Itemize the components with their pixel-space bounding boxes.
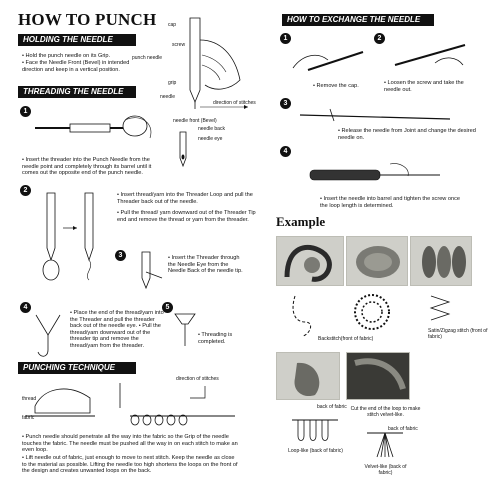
label-punch-needle: punch needle: [132, 55, 163, 61]
label-punch-direction: direction of stitches: [176, 376, 219, 382]
holding-bullet-2: • Face the Needle Front (Bevel) in inten…: [22, 60, 130, 73]
zigzag-stitch-icon: [429, 295, 451, 321]
example-heading: Example: [276, 214, 326, 229]
step-5-number: 5: [162, 302, 173, 313]
label-screw: screw: [172, 42, 186, 48]
label-fabric: fabric: [22, 415, 35, 421]
backstitch-icon: [292, 295, 312, 337]
step-4-number: 4: [20, 302, 31, 313]
label-cap: cap: [168, 22, 177, 28]
velvet-like-label: Velvet-like (back of fabric): [364, 464, 407, 476]
exchange-step-2-number: 2: [374, 33, 385, 44]
example-photo-1: [276, 236, 344, 286]
exchange-step-3: • Release the needle from Joint and chan…: [338, 128, 476, 141]
exchange-step-3-number: 3: [280, 98, 291, 109]
section-exchange-header: HOW TO EXCHANGE THE NEEDLE: [282, 14, 434, 26]
threading-step-1: • Insert the threader into the Punch Nee…: [22, 157, 152, 177]
threading-step-4: • Place the end of the thread/yarn into …: [70, 310, 164, 349]
example-photo-2: [346, 236, 408, 286]
exchange-step-1-number: 1: [280, 33, 291, 44]
needle-bevel-icon: [179, 131, 187, 168]
backstitch-label: Backstitch(front of fabric): [318, 336, 374, 342]
hand-holding-needle-icon: [189, 17, 248, 109]
page-title: HOW TO PUNCH: [18, 10, 157, 29]
threader-insert-icon: [35, 115, 152, 139]
section-threading-header: THREADING THE NEEDLE: [18, 86, 136, 98]
label-direction: direction of stitches: [213, 100, 256, 106]
bevel-front-label: needle front (Bevel): [173, 118, 217, 124]
label-needle: needle: [160, 94, 176, 100]
change-needle-icon: [299, 108, 451, 122]
insert-needle-icon: [309, 163, 440, 181]
threader-pull-icon: [42, 192, 94, 281]
satin-label: Satin/Zigzag stitch (front of fabric): [428, 328, 488, 340]
loop-like-label: Loop-like (back of fabric): [288, 448, 343, 454]
section-holding-header: HOLDING THE NEEDLE: [18, 34, 136, 46]
step-2-number: 2: [20, 185, 31, 196]
label-thread: thread: [22, 396, 37, 402]
bevel-eye-label: needle eye: [198, 136, 223, 142]
holding-bullet-1: • Hold the punch needle on its Grip.: [22, 53, 111, 59]
example-photo-5: [346, 352, 410, 400]
threading-step-5: • Threading is completed.: [198, 332, 233, 345]
exchange-step-4: • Insert the needle into barrel and tigh…: [320, 196, 461, 209]
remove-cap-icon: [292, 51, 364, 71]
bevel-back-label: needle back: [198, 126, 225, 132]
loop-like-icon: [292, 419, 338, 441]
section-punching-header: PUNCHING TECHNIQUE: [18, 362, 136, 374]
cut-loop-text: Cut the end of the loop to make stitch v…: [350, 406, 421, 418]
punching-bullet-1: • Punch needle should penetrate all the …: [22, 434, 238, 454]
example-photo-4: [276, 352, 340, 400]
threading-step-2b: • Pull the thread/ yarn downward out of …: [117, 210, 256, 223]
satin-stitch-icon: [354, 294, 390, 330]
exchange-step-2: • Loosen the screw and take the needle o…: [384, 80, 464, 93]
threading-step-2a: • Insert thread/yarn into the Threader L…: [117, 192, 253, 205]
label-grip: grip: [168, 80, 177, 86]
threading-step-3: • Insert the Threader through the Needle…: [168, 255, 243, 275]
threaded-needle-icon: [174, 313, 196, 346]
exchange-step-4-number: 4: [280, 146, 291, 157]
velvet-like-icon: [367, 432, 403, 458]
back-of-fabric-label-1: back of fabric: [317, 404, 347, 410]
example-photo-3: [410, 236, 472, 286]
step-3-number: 3: [115, 250, 126, 261]
loosen-screw-icon: [394, 44, 466, 66]
punching-bullet-2: • Lift needle out of fabric, just enough…: [22, 455, 238, 475]
step-1-number: 1: [20, 106, 31, 117]
exchange-step-1: • Remove the cap.: [313, 83, 359, 89]
punching-technique-icon: [25, 383, 235, 426]
needle-eye-threader-icon: [141, 251, 163, 290]
back-of-fabric-label-2: back of fabric: [388, 426, 418, 432]
threader-yarn-icon: [35, 314, 61, 357]
